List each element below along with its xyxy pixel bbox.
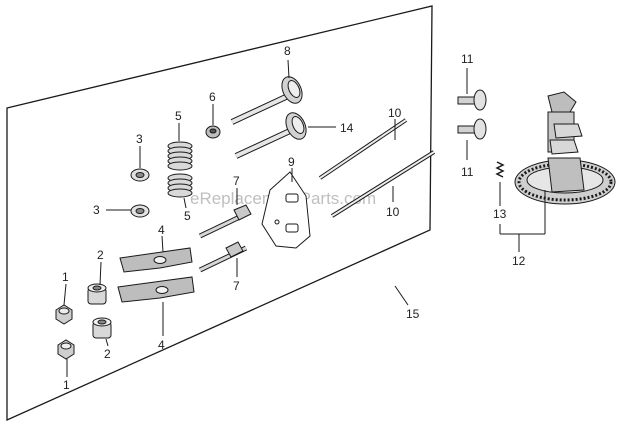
callout-6: 6 xyxy=(209,90,216,104)
parts-sheet-outline xyxy=(6,5,433,422)
push-rod-part xyxy=(318,118,408,180)
callout-4-upper: 4 xyxy=(158,223,165,237)
callout-2-upper: 2 xyxy=(97,248,104,262)
cam-gear-part xyxy=(514,157,616,205)
callout-11-lower: 11 xyxy=(461,165,474,179)
callout-15: 15 xyxy=(406,307,420,321)
pivot-part xyxy=(87,283,107,305)
valve-rotator-part xyxy=(205,125,221,139)
callout-12: 12 xyxy=(512,254,526,268)
callout-10-upper: 10 xyxy=(388,106,402,120)
camshaft-part xyxy=(547,91,583,155)
valve-spring-part xyxy=(167,141,193,171)
rocker-arm-part xyxy=(117,276,195,303)
callout-5-lower: 5 xyxy=(184,209,191,223)
tappet-part xyxy=(457,89,487,111)
tappet-part xyxy=(457,118,487,140)
callout-1-upper: 1 xyxy=(62,270,69,284)
rocker-stud-part xyxy=(198,204,252,239)
push-rod-part xyxy=(330,150,436,218)
decompression-spring-part xyxy=(495,161,505,178)
callout-7-upper: 7 xyxy=(233,174,240,188)
valve-part xyxy=(234,112,307,159)
valve-part xyxy=(230,76,303,125)
rocker-stud-part xyxy=(198,241,248,273)
callout-14: 14 xyxy=(340,121,354,135)
callout-10-lower: 10 xyxy=(386,205,400,219)
callout-3-lower: 3 xyxy=(93,203,100,217)
callout-8: 8 xyxy=(284,44,291,58)
rocker-arm-part xyxy=(119,247,193,273)
callout-7-lower: 7 xyxy=(233,279,240,293)
callout-5-upper: 5 xyxy=(175,109,182,123)
callout-2-lower: 2 xyxy=(104,347,111,361)
valve-spring-part xyxy=(167,173,193,198)
pivot-part xyxy=(92,317,112,339)
callout-3-upper: 3 xyxy=(136,132,143,146)
nut-part xyxy=(55,304,73,325)
callout-13: 13 xyxy=(493,207,507,221)
callout-9: 9 xyxy=(288,155,295,169)
retainer-part xyxy=(130,168,150,182)
callout-11-upper: 11 xyxy=(461,52,474,66)
nut-part xyxy=(57,339,75,360)
retainer-part xyxy=(130,204,150,218)
callout-1-lower: 1 xyxy=(63,378,70,392)
guide-plate-part xyxy=(261,171,311,249)
callout-4-lower: 4 xyxy=(158,338,165,352)
